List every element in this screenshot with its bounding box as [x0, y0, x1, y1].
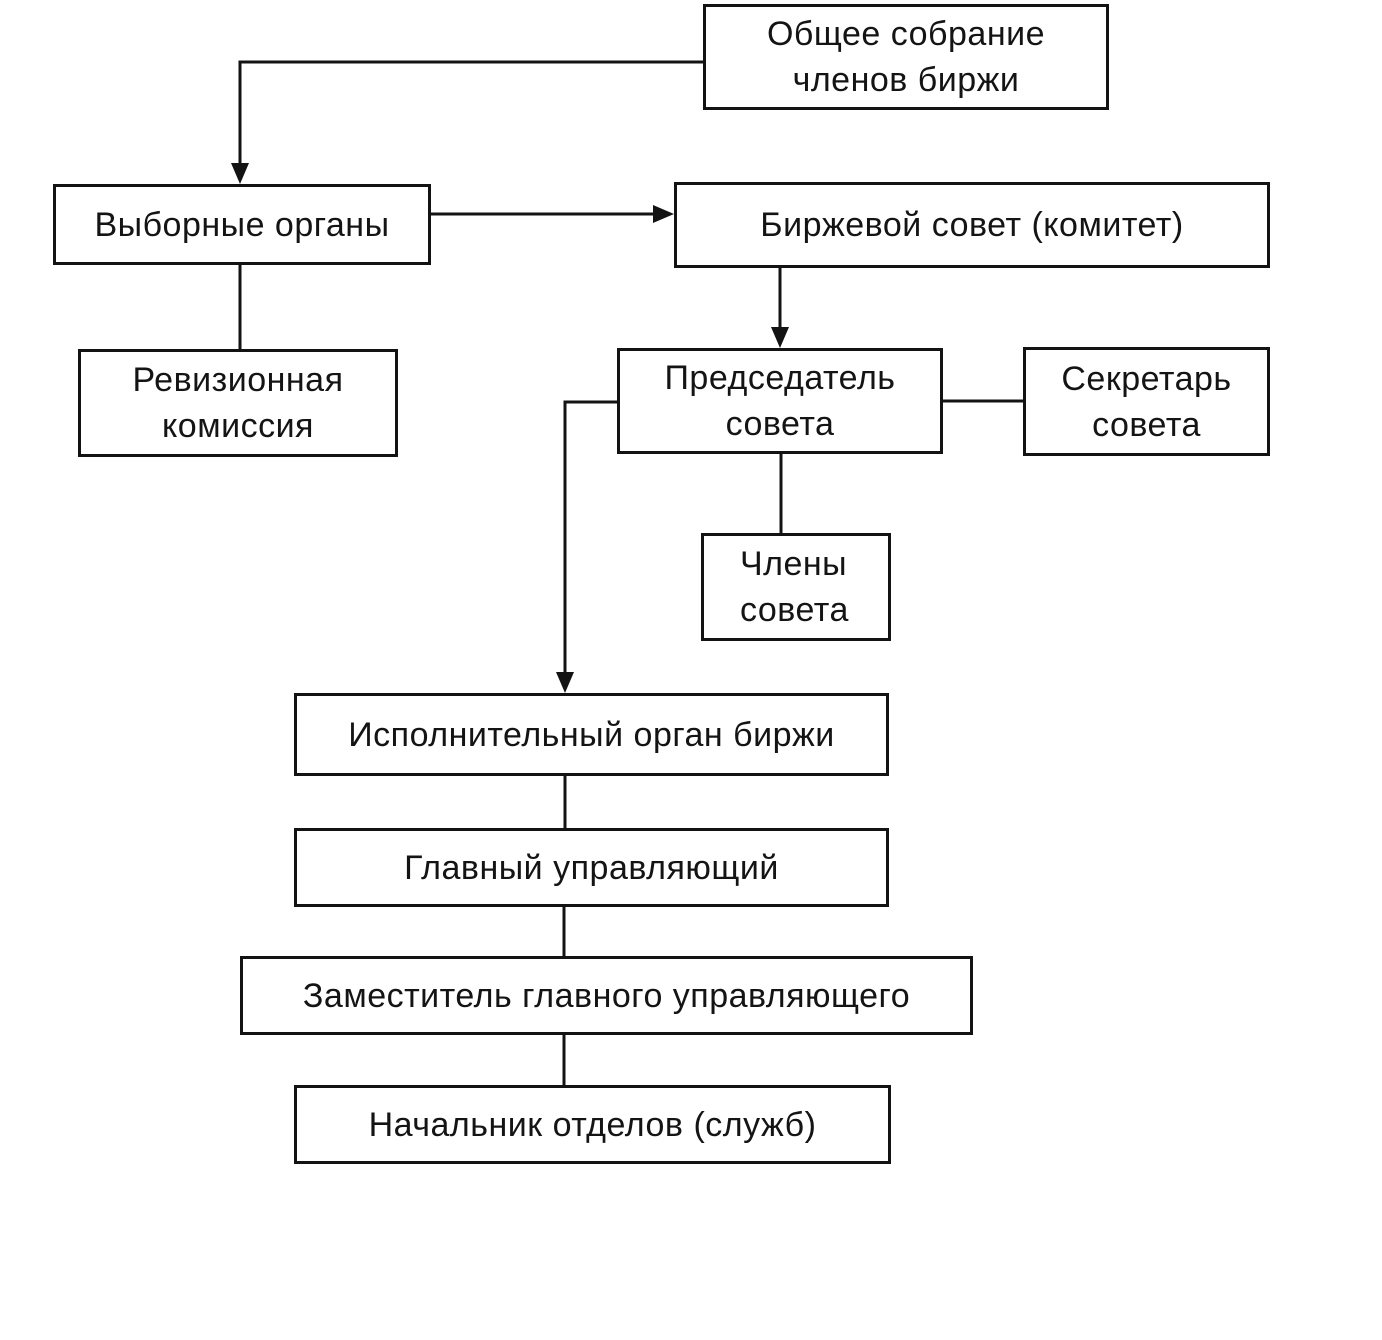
edge-general-meeting-to-elected-bodies — [238, 60, 703, 166]
node-elected-bodies: Выборные органы — [53, 184, 431, 265]
node-council-chairman-line2: совета — [725, 405, 835, 443]
node-council-secretary-line2: совета — [1092, 405, 1201, 444]
node-deputy-chief-manager: Заместитель главного управляющего — [240, 956, 973, 1035]
node-elected-bodies-label: Выборные органы — [94, 205, 390, 244]
arrowhead-council-chairman — [771, 327, 789, 348]
node-chief-manager: Главный управляющий — [294, 828, 889, 907]
node-council-members: Члены совета — [701, 533, 891, 641]
node-council-chairman-line1: Председатель — [664, 359, 896, 397]
node-executive-body: Исполнительный орган биржи — [294, 693, 889, 776]
node-audit-commission-line1: Ревизионная — [132, 361, 344, 399]
node-council-secretary-line1: Секретарь — [1061, 359, 1232, 398]
node-council-members-line2: совета — [740, 591, 849, 629]
node-deputy-chief-manager-label: Заместитель главного управляющего — [302, 976, 911, 1015]
node-council-members-line1: Члены — [740, 545, 848, 583]
node-audit-commission-line2: комиссия — [162, 407, 314, 445]
node-council-chairman: Председатель совета — [617, 348, 943, 454]
arrowhead-executive-body — [556, 672, 574, 693]
arrowhead-exchange-council — [653, 205, 674, 223]
node-department-heads-label: Начальник отделов (служб) — [368, 1105, 817, 1144]
edge-council-chairman-to-executive-body — [563, 400, 617, 675]
node-audit-commission: Ревизионная комиссия — [78, 349, 398, 457]
node-chief-manager-label: Главный управляющий — [404, 848, 779, 887]
node-department-heads: Начальник отделов (служб) — [294, 1085, 891, 1164]
arrowhead-elected-bodies — [231, 163, 249, 184]
node-executive-body-label: Исполнительный орган биржи — [348, 715, 835, 754]
node-general-meeting-line2: членов биржи — [792, 61, 1020, 99]
node-exchange-council: Биржевой совет (комитет) — [674, 182, 1270, 268]
node-general-meeting-line1: Общее собрание — [766, 15, 1046, 53]
node-general-meeting: Общее собрание членов биржи — [703, 4, 1109, 110]
node-council-secretary: Секретарь совета — [1023, 347, 1270, 456]
node-exchange-council-label: Биржевой совет (комитет) — [760, 206, 1184, 244]
